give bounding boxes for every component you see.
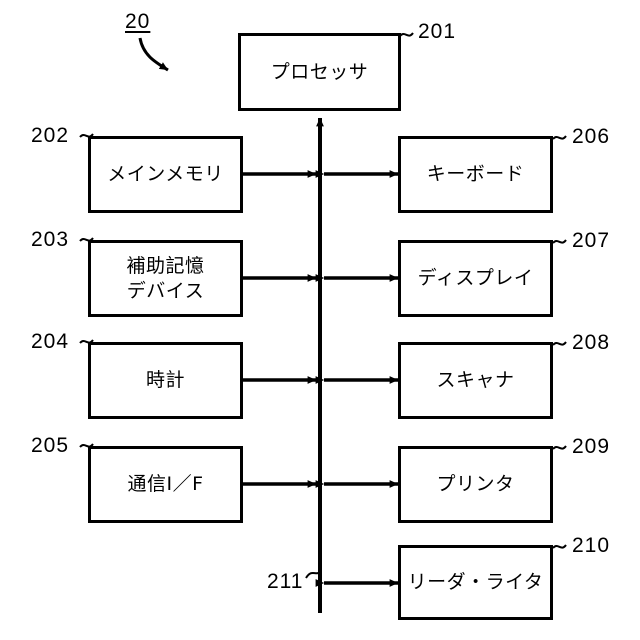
block-scanner-label: スキャナ [436,369,515,392]
block-processor[interactable]: プロセッサ [238,33,401,111]
block-auxiliary-storage-label: 補助記憶 デバイス [126,255,205,302]
block-display-label: ディスプレイ [417,267,534,290]
block-main-memory[interactable]: メインメモリ [88,136,243,213]
ref-number-204: 204 [31,330,70,353]
block-scanner[interactable]: スキャナ [398,342,553,419]
ref-number-205: 205 [31,434,70,457]
ref-number-208: 208 [572,331,611,354]
ref-number-206: 206 [572,125,611,148]
block-processor-label: プロセッサ [270,60,369,83]
leader-lines [79,32,567,579]
block-display[interactable]: ディスプレイ [398,240,553,317]
block-clock-label: 時計 [145,369,185,392]
ref-number-210: 210 [572,534,611,557]
ref-number-209: 209 [572,435,611,458]
block-printer[interactable]: プリンタ [398,446,553,523]
ref-number-202: 202 [31,124,70,147]
block-printer-label: プリンタ [436,473,515,496]
block-clock[interactable]: 時計 [88,342,243,419]
block-communication-if[interactable]: 通信I／F [88,446,243,523]
block-communication-if-label: 通信I／F [127,473,204,496]
system-ref-pointer [138,37,169,72]
block-reader-writer[interactable]: リーダ・ライタ [398,545,553,620]
block-keyboard[interactable]: キーボード [398,136,553,213]
block-reader-writer-label: リーダ・ライタ [407,571,544,594]
ref-number-203: 203 [31,228,70,251]
system-ref-number: 20 [125,10,151,33]
ref-number-211: 211 [267,570,304,593]
ref-number-207: 207 [572,229,611,252]
block-auxiliary-storage[interactable]: 補助記憶 デバイス [88,240,243,317]
block-keyboard-label: キーボード [426,163,525,186]
ref-number-201: 201 [418,20,457,43]
block-main-memory-label: メインメモリ [107,163,224,186]
